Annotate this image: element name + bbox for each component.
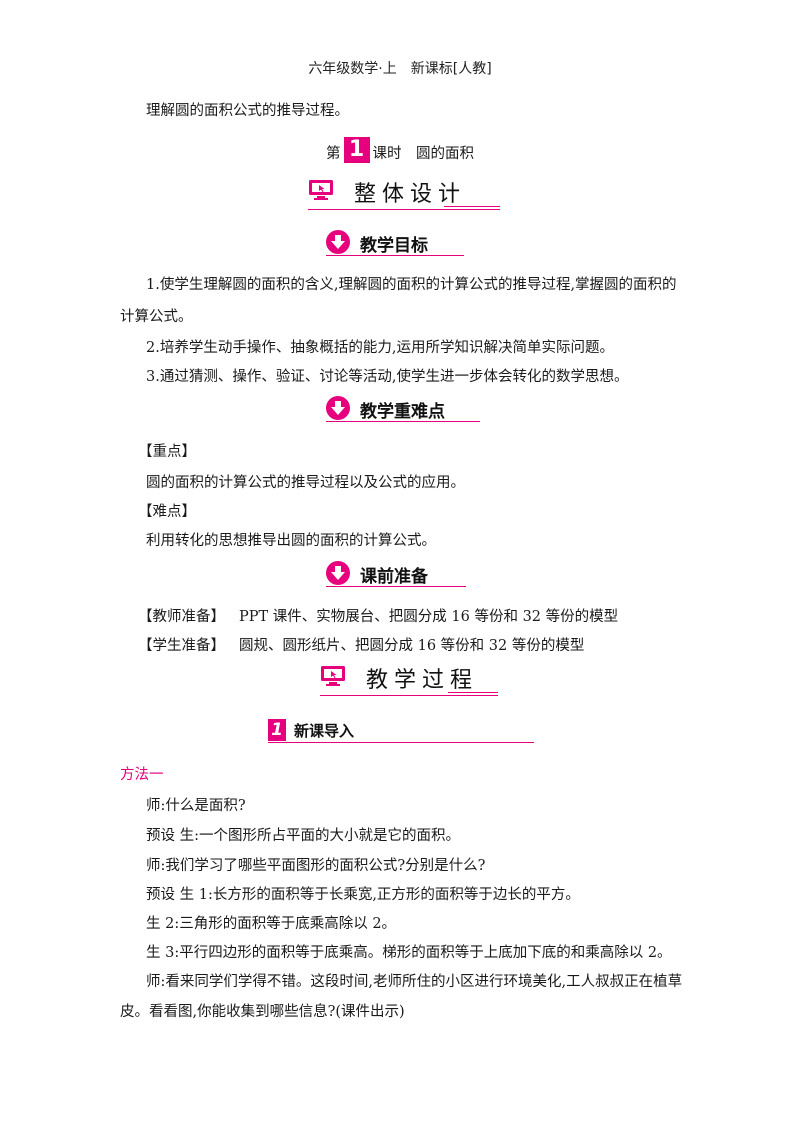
dialogue-line: 皮。看看图,你能收集到哪些信息?(课件出示) — [120, 1004, 405, 1020]
section-title-keypoints: 教学重难点 — [360, 402, 445, 422]
difficulty-text: 利用转化的思想推导出圆的面积的计算公式。 — [146, 533, 436, 549]
section-title-objectives: 教学目标 — [360, 236, 428, 256]
section-title-design: 整体设计 — [354, 182, 467, 207]
page-header: 六年级数学·上 新课标[人教] — [308, 61, 492, 77]
objective-2: 2.培养学生动手操作、抽象概括的能力,运用所学知识解决简单实际问题。 — [146, 340, 614, 356]
difficulty-label: 【难点】 — [138, 504, 196, 520]
objective-1-line-1: 1.使学生理解圆的面积的含义,理解圆的面积的计算公式的推导过程,掌握圆的面积的 — [146, 277, 677, 293]
down-arrow-circle-icon — [326, 561, 350, 585]
dialogue-line: 预设 生:一个图形所占平面的大小就是它的面积。 — [146, 828, 460, 844]
lesson-number-badge: 1 — [343, 137, 370, 163]
lesson-suffix: 课时 圆的面积 — [372, 146, 475, 162]
monitor-icon — [321, 666, 345, 686]
lesson-prefix: 第 — [326, 146, 341, 162]
divider — [320, 695, 498, 696]
divider — [308, 209, 500, 210]
student-prep-label: 【学生准备】 — [138, 638, 225, 654]
step-title: 新课导入 — [294, 722, 355, 740]
divider — [326, 255, 464, 256]
section-heading-preparation: 课前准备 — [326, 561, 466, 587]
divider — [268, 742, 534, 743]
down-arrow-circle-icon — [326, 230, 350, 254]
keypoint-label: 【重点】 — [138, 444, 196, 460]
dialogue-line: 生 3:平行四边形的面积等于底乘高。梯形的面积等于上底加下底的和乘高除以 2。 — [146, 945, 672, 961]
section-heading-process: 教学过程 — [320, 662, 498, 696]
step-number-badge: 1 — [268, 719, 286, 741]
monitor-icon — [309, 180, 333, 200]
keypoint-text: 圆的面积的计算公式的推导过程以及公式的应用。 — [146, 475, 465, 491]
objective-3: 3.通过猜测、操作、验证、讨论等活动,使学生进一步体会转化的数学思想。 — [146, 369, 629, 385]
student-prep: 【学生准备】圆规、圆形纸片、把圆分成 16 等份和 32 等份的模型 — [138, 636, 584, 656]
divider — [448, 692, 498, 693]
divider — [326, 421, 480, 422]
dialogue-line: 预设 生 1:长方形的面积等于长乘宽,正方形的面积等于边长的平方。 — [146, 887, 580, 903]
section-title-preparation: 课前准备 — [360, 567, 428, 587]
step-heading-1: 1 新课导入 — [268, 719, 534, 743]
dialogue-line: 师:什么是面积? — [146, 798, 246, 814]
section-heading-design: 整体设计 — [308, 176, 500, 210]
method-label: 方法一 — [120, 767, 164, 783]
teacher-prep-label: 【教师准备】 — [138, 609, 225, 625]
section-heading-objectives: 教学目标 — [326, 230, 464, 256]
section-heading-keypoints: 教学重难点 — [326, 396, 480, 422]
divider — [326, 586, 466, 587]
teacher-prep: 【教师准备】 PPT 课件、实物展台、把圆分成 16 等份和 32 等份的模型 — [138, 607, 618, 627]
intro-line: 理解圆的面积公式的推导过程。 — [146, 103, 349, 119]
student-prep-text: 圆规、圆形纸片、把圆分成 16 等份和 32 等份的模型 — [239, 638, 585, 654]
down-arrow-circle-icon — [326, 396, 350, 420]
dialogue-line: 师:看来同学们学得不错。这段时间,老师所住的小区进行环境美化,工人叔叔正在植草 — [146, 974, 683, 990]
teacher-prep-text: PPT 课件、实物展台、把圆分成 16 等份和 32 等份的模型 — [239, 609, 619, 625]
dialogue-line: 生 2:三角形的面积等于底乘高除以 2。 — [146, 916, 397, 932]
section-title-process: 教学过程 — [366, 668, 479, 693]
divider — [444, 206, 500, 207]
objective-1-line-2: 计算公式。 — [120, 309, 193, 325]
dialogue-line: 师:我们学习了哪些平面图形的面积公式?分别是什么? — [146, 858, 486, 874]
